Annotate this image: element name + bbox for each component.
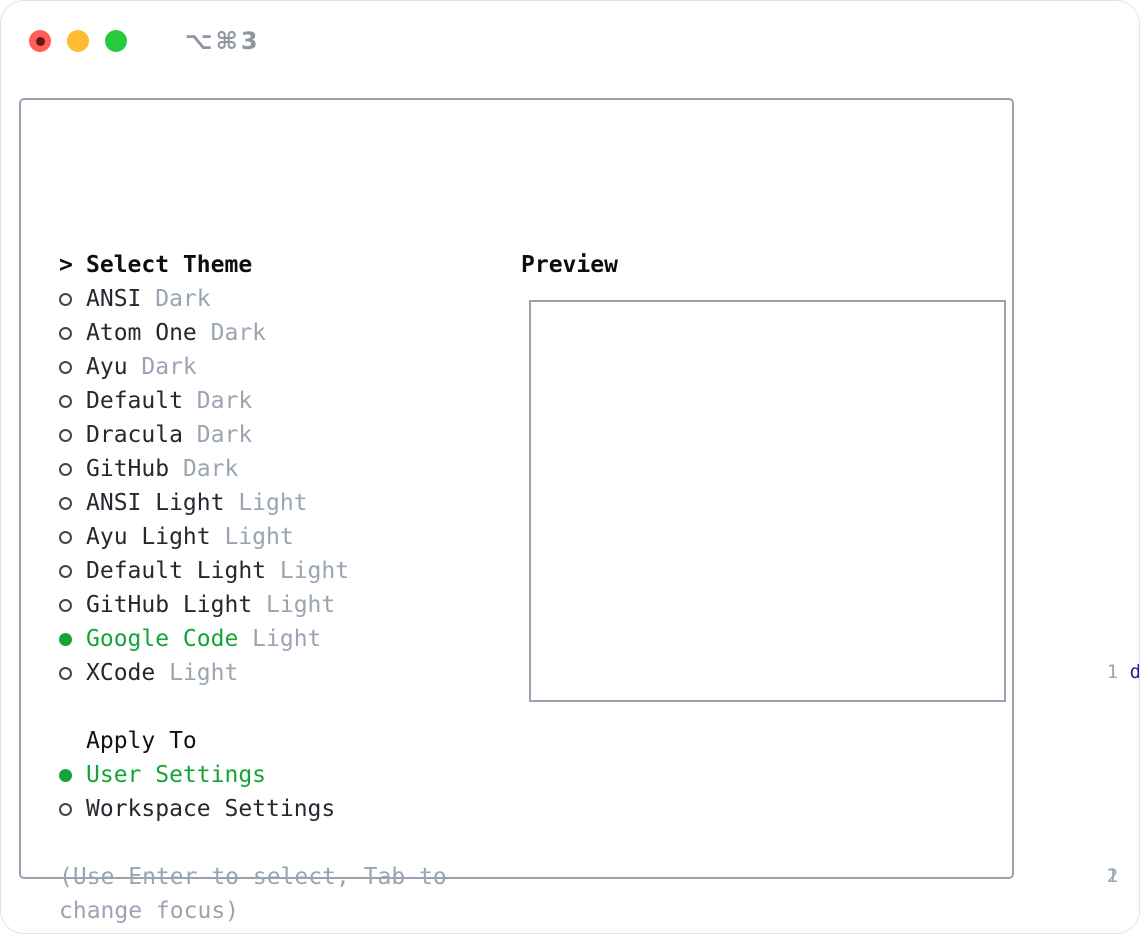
apply-to-list: User Settings Workspace Settings	[59, 758, 499, 826]
theme-item-name: GitHub Light	[86, 592, 253, 618]
radio-icon	[59, 462, 72, 476]
radio-icon	[59, 292, 72, 306]
focus-caret: >	[59, 252, 73, 278]
code-line: 1 def fibonacci(n):	[1061, 621, 1140, 723]
hint-line: change focus)	[59, 898, 240, 924]
theme-item[interactable]: XCode Light	[59, 656, 499, 690]
radio-icon	[59, 360, 72, 374]
diff-line: 1 This is a context line.	[1061, 825, 1139, 927]
theme-item[interactable]: GitHub Dark	[59, 452, 499, 486]
theme-item-name: Google Code	[86, 626, 239, 652]
theme-item-variant: Light	[266, 592, 336, 618]
theme-item-name: Default Light	[86, 558, 267, 584]
theme-item[interactable]: ANSI Light Light	[59, 486, 499, 520]
left-column: > Select Theme ANSI Dark Atom One Dark A…	[59, 248, 499, 928]
theme-item-variant: Light	[224, 524, 294, 550]
theme-item-name: XCode	[86, 660, 156, 686]
theme-item-name: ANSI	[86, 286, 142, 312]
apply-to-option-label: Workspace Settings	[86, 796, 336, 822]
window-title: ⌥⌘3	[185, 27, 261, 55]
theme-item[interactable]: Default Light Light	[59, 554, 499, 588]
line-number: 2	[1106, 865, 1119, 887]
keyboard-hint: (Use Enter to select, Tab to change focu…	[59, 860, 499, 928]
theme-picker-panel: > Select Theme ANSI Dark Atom One Dark A…	[19, 98, 1139, 924]
theme-item-variant: Dark	[210, 320, 267, 346]
theme-item-variant: Dark	[182, 456, 239, 482]
code-preview: 1def fibonacci(n): 2 a, b = 0, 1 3 for _…	[1061, 553, 1140, 933]
apply-to-option[interactable]: User Settings	[59, 758, 499, 792]
titlebar: ⌥⌘3	[29, 27, 261, 55]
theme-item[interactable]: Google Code Light	[59, 622, 499, 656]
apply-to-option[interactable]: Workspace Settings	[59, 792, 499, 826]
theme-item-name: ANSI Light	[86, 490, 225, 516]
radio-icon	[59, 632, 72, 646]
close-button[interactable]	[29, 30, 51, 52]
diff-text: This is a context line.	[1130, 865, 1139, 887]
theme-item-variant: Light	[252, 626, 322, 652]
select-theme-header: Select Theme	[86, 252, 253, 278]
preview-box: 1def fibonacci(n): 2 a, b = 0, 1 3 for _…	[529, 300, 1139, 887]
radio-icon	[59, 530, 72, 544]
radio-icon	[59, 768, 72, 782]
theme-item[interactable]: Ayu Dark	[59, 350, 499, 384]
apply-to-option-label: User Settings	[86, 762, 267, 788]
theme-item[interactable]: ANSI Dark	[59, 282, 499, 316]
theme-item-variant: Dark	[141, 354, 197, 380]
diff-preview: 1 This is a context line. 2 - This line …	[1061, 757, 1139, 933]
theme-list: ANSI Dark Atom One Dark Ayu Dark Default…	[59, 282, 499, 690]
code-line: 2 a, b = 0, 1	[1061, 825, 1139, 927]
theme-item[interactable]: Ayu Light Light	[59, 520, 499, 554]
theme-item-name: GitHub	[86, 456, 170, 482]
theme-item-variant: Light	[169, 660, 239, 686]
code-tokens: def fibonacci(n):	[1129, 661, 1140, 683]
select-theme-header-row: > Select Theme	[59, 248, 499, 282]
radio-icon	[59, 496, 72, 510]
theme-item-name: Default	[86, 388, 183, 414]
theme-item-name: Dracula	[86, 422, 183, 448]
radio-icon	[59, 598, 72, 612]
minimize-button[interactable]	[67, 30, 89, 52]
theme-item-variant: Dark	[196, 388, 253, 414]
theme-item[interactable]: Atom One Dark	[59, 316, 499, 350]
apply-to-header: Apply To	[86, 728, 197, 754]
theme-item-variant: Light	[238, 490, 308, 516]
theme-item[interactable]: Default Dark	[59, 384, 499, 418]
radio-icon	[59, 802, 72, 816]
radio-icon	[59, 564, 72, 578]
theme-item-variant: Dark	[155, 286, 211, 312]
radio-icon	[59, 428, 72, 442]
preview-header: Preview	[521, 252, 618, 278]
radio-icon	[59, 394, 72, 408]
theme-item-name: Atom One	[86, 320, 197, 346]
theme-item-variant: Dark	[196, 422, 253, 448]
theme-item[interactable]: GitHub Light Light	[59, 588, 499, 622]
radio-icon	[59, 666, 72, 680]
line-number: 1	[1106, 661, 1119, 683]
theme-item-variant: Light	[279, 558, 350, 584]
theme-item[interactable]: Dracula Dark	[59, 418, 499, 452]
line-number: 1	[1106, 865, 1119, 887]
hint-line: (Use Enter to select, Tab to	[59, 864, 447, 890]
radio-icon	[59, 326, 72, 340]
apply-to-section: Apply To User Settings Workspace Setting…	[59, 724, 499, 826]
zoom-button[interactable]	[105, 30, 127, 52]
theme-item-name: Ayu	[86, 354, 128, 380]
theme-item-name: Ayu Light	[86, 524, 211, 550]
